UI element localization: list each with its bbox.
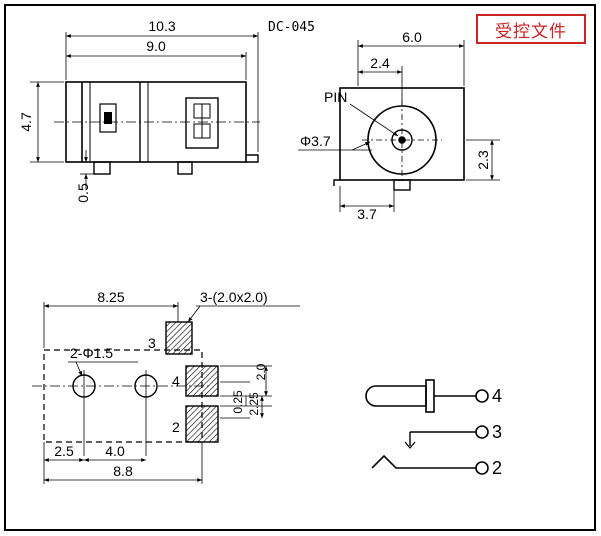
pad-label-2: 2 bbox=[172, 419, 180, 435]
hole-spec-label: 2-Φ1.5 bbox=[70, 345, 113, 361]
side-body-outline bbox=[65, 81, 247, 163]
schematic-pin-2-label: 2 bbox=[492, 458, 502, 478]
schematic-pin-3-label: 3 bbox=[492, 422, 502, 442]
front-view bbox=[298, 40, 500, 212]
pad-4 bbox=[185, 365, 219, 397]
side-contact-block bbox=[185, 97, 219, 149]
front-hole-diameter-label: Φ3.7 bbox=[300, 133, 331, 149]
footprint-dim-b-label: 4.0 bbox=[105, 443, 125, 459]
controlled-document-stamp: 受控文件 bbox=[476, 14, 586, 44]
side-pin-offset-label: 0.5 bbox=[75, 183, 91, 203]
pad-label-4: 4 bbox=[172, 373, 180, 389]
schematic-symbol bbox=[365, 379, 489, 475]
front-pin-label: PIN bbox=[324, 89, 347, 105]
footprint-total-label: 8.8 bbox=[113, 463, 133, 479]
schematic-terminal-2 bbox=[475, 461, 489, 475]
pcb-footprint bbox=[32, 302, 300, 484]
front-width-label: 6.0 bbox=[402, 29, 422, 45]
front-center-height-label: 2.3 bbox=[475, 150, 491, 170]
pad-gap-label: 0.25 bbox=[231, 390, 245, 414]
pad-pitch-label: 2.25 bbox=[247, 392, 261, 416]
side-height-label: 4.7 bbox=[18, 112, 34, 132]
schematic-terminal-4 bbox=[475, 389, 489, 403]
front-pin-width-label: 3.7 bbox=[357, 206, 377, 222]
schematic-pin-flange bbox=[425, 379, 435, 413]
pad-2 bbox=[185, 405, 219, 443]
side-window bbox=[99, 103, 117, 133]
side-view bbox=[30, 32, 260, 190]
part-number-title: DC-045 bbox=[268, 20, 315, 35]
side-body-length-label: 9.0 bbox=[146, 38, 166, 54]
front-hole-offset-label: 2.4 bbox=[370, 55, 390, 71]
schematic-pin-4-label: 4 bbox=[492, 386, 502, 406]
drawing-frame bbox=[4, 4, 596, 531]
pad-3 bbox=[165, 321, 193, 355]
footprint-dim-a-label: 2.5 bbox=[54, 443, 74, 459]
pad-spec-label: 3-(2.0x2.0) bbox=[200, 289, 268, 305]
schematic-terminal-3 bbox=[475, 425, 489, 439]
pad-size-label: 2.0 bbox=[254, 363, 268, 380]
footprint-length-label: 8.25 bbox=[97, 289, 124, 305]
side-overall-length-label: 10.3 bbox=[148, 18, 175, 34]
pad-label-3: 3 bbox=[148, 335, 156, 351]
schematic-pin-body bbox=[365, 385, 427, 407]
